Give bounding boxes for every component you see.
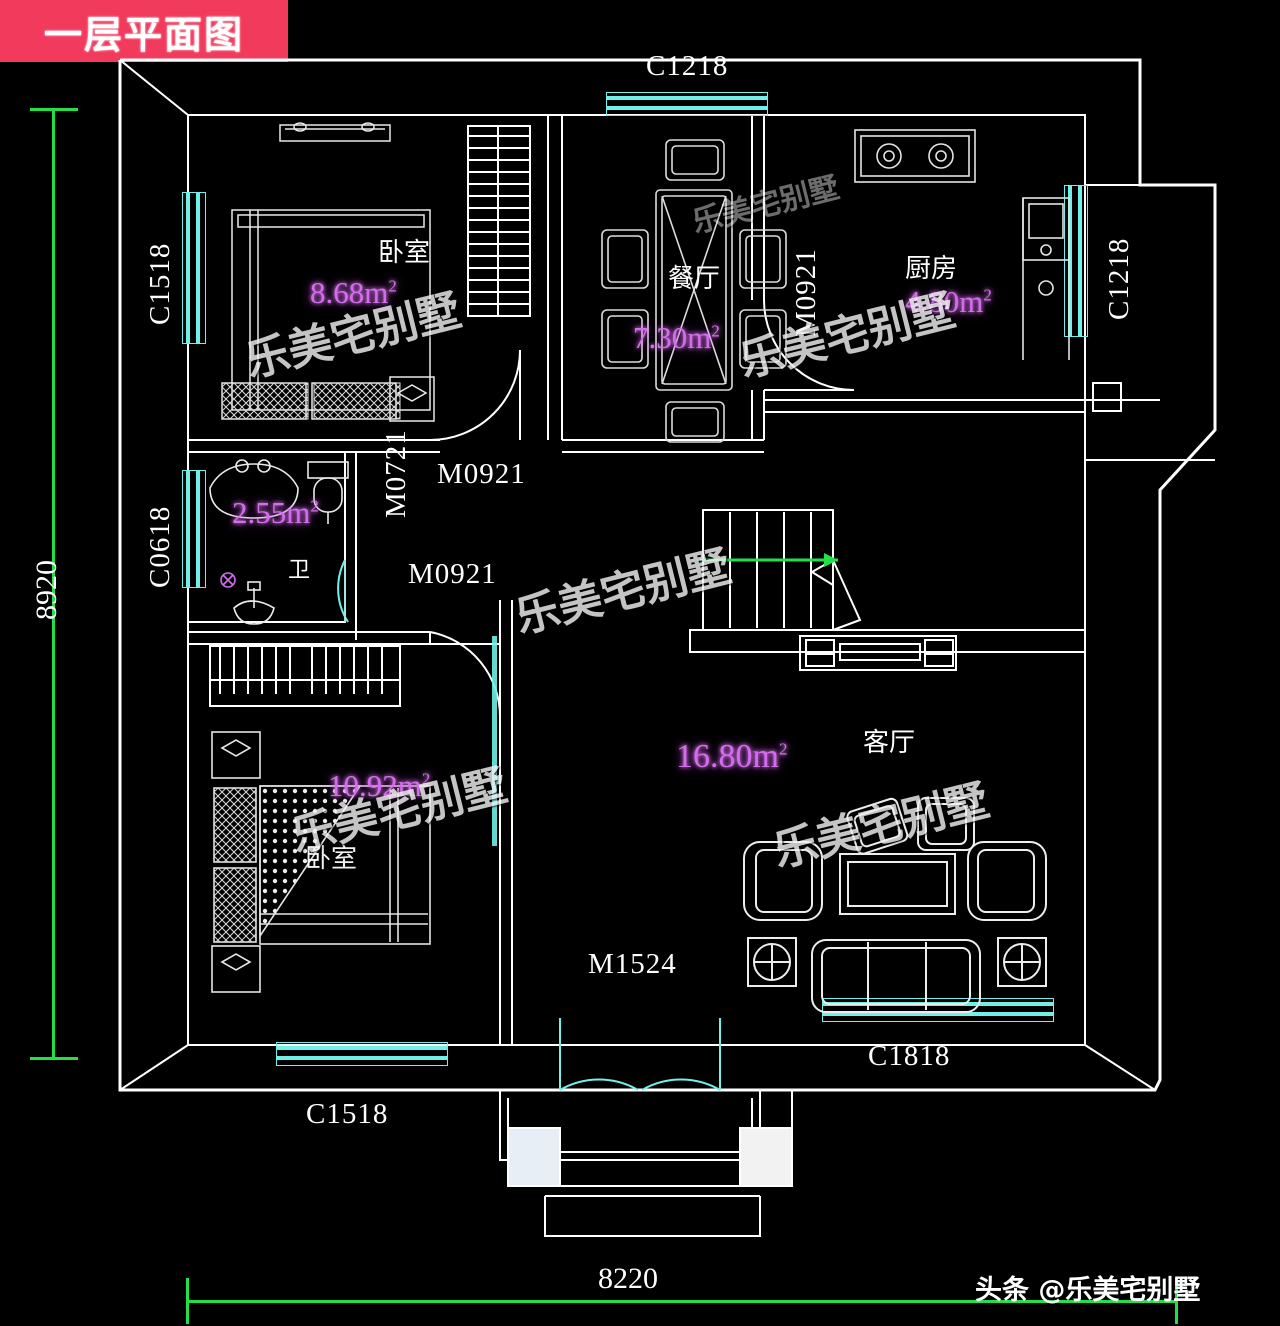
title-banner: 一层平面图 — [0, 0, 288, 62]
window-code-bottom-c1818: C1818 — [868, 1040, 951, 1072]
area-value-kitchen: 4.80m — [905, 284, 984, 319]
bed-quilt-texture-bottom — [260, 786, 360, 936]
room-label-living: 客厅 — [863, 728, 916, 758]
door-code-entrance-m1524: M1524 — [588, 948, 677, 980]
area-value-bathroom: 2.55m — [232, 495, 311, 530]
room-label-dining: 餐厅 — [668, 264, 721, 294]
area-value-bedroom-top: 8.68m — [310, 275, 389, 310]
area-value-dining: 7.30m — [633, 320, 712, 355]
room-label-kitchen: 厨房 — [905, 254, 958, 284]
room-area-bedroom-top: 8.68m2 — [310, 275, 397, 311]
dimension-value-vertical: 8920 — [30, 560, 63, 620]
window-code-left-c0618: C0618 — [144, 505, 176, 588]
furniture-bathroom — [209, 459, 349, 625]
title-banner-label: 一层平面图 — [43, 12, 244, 57]
room-label-bedroom-top: 卧室 — [378, 238, 431, 268]
room-area-bedroom-bottom: 10.92m2 — [328, 768, 430, 804]
area-sup-kitchen: 2 — [983, 285, 992, 305]
room-area-dining: 7.30m2 — [633, 320, 720, 356]
area-sup-bedroom-bottom: 2 — [421, 769, 431, 789]
room-label-bathroom: 卫 — [288, 558, 311, 583]
window-accent-bedroom-bottom — [492, 636, 497, 846]
area-sup-living: 2 — [778, 739, 788, 759]
room-label-bedroom-bottom: 卧室 — [305, 844, 358, 874]
door-code-bedroom-top-m0921: M0921 — [437, 458, 526, 490]
furniture-kitchen — [854, 129, 1070, 360]
window-code-right-c1218: C1218 — [1103, 237, 1135, 320]
area-value-living: 16.80m — [676, 738, 779, 775]
dimension-value-horizontal: 8220 — [598, 1262, 658, 1295]
window-code-left-c1518: C1518 — [144, 242, 176, 325]
area-value-bedroom-bottom: 10.92m — [328, 768, 422, 803]
window-code-bottom-c1518: C1518 — [306, 1098, 389, 1130]
area-sup-bathroom: 2 — [310, 496, 319, 516]
door-code-bedroom-bottom-m0921: M0921 — [408, 558, 497, 590]
bed-pillow-hatch-bottom — [213, 787, 257, 943]
room-area-bathroom: 2.55m2 — [232, 495, 319, 531]
window-code-top-c1218: C1218 — [646, 50, 729, 82]
bed-pillow-hatch-top — [221, 382, 401, 420]
room-area-living: 16.80m2 — [676, 738, 787, 776]
door-code-dining-m0921: M0921 — [790, 248, 822, 337]
door-code-bathroom-m0721: M0721 — [380, 429, 412, 518]
credit-label: 头条 @乐美宅别墅 — [975, 1275, 1201, 1306]
room-area-kitchen: 4.80m2 — [905, 284, 992, 320]
area-sup-dining: 2 — [711, 321, 720, 341]
area-sup-bedroom-top: 2 — [388, 276, 397, 296]
furniture-dining — [601, 139, 787, 443]
wardrobe-bedroom-top — [467, 125, 531, 317]
furniture-living-room — [743, 797, 1047, 1013]
